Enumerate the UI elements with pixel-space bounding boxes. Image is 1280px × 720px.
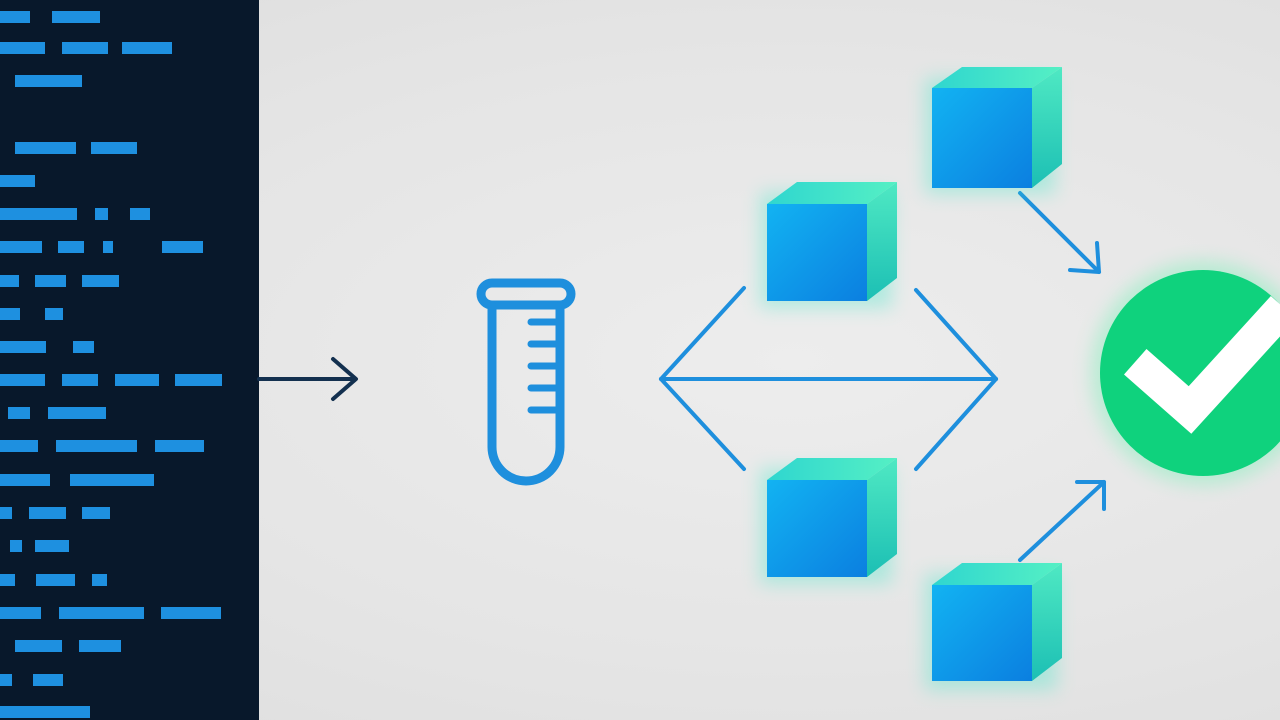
code-line-dash (0, 507, 12, 519)
code-line-dash (0, 308, 20, 320)
code-line-dash (56, 440, 137, 452)
code-line-dash (92, 574, 107, 586)
code-line-dash (0, 11, 30, 23)
code-line-dash (0, 440, 38, 452)
cube-icon (760, 182, 897, 308)
code-lines-icon (0, 11, 222, 718)
code-line-dash (0, 607, 41, 619)
checkmark-circle-icon (1091, 261, 1280, 485)
code-line-dash (48, 407, 106, 419)
code-line-dash (0, 706, 90, 718)
code-line-dash (79, 640, 121, 652)
code-line-dash (0, 42, 45, 54)
code-line-dash (29, 507, 66, 519)
code-line-dash (58, 241, 84, 253)
diamond-connector (659, 286, 998, 471)
code-line-dash (15, 142, 76, 154)
arrow-to-result-top (1018, 191, 1101, 274)
code-line-dash (0, 275, 19, 287)
code-line-dash (103, 241, 113, 253)
code-line-dash (0, 341, 46, 353)
code-line-dash (62, 374, 98, 386)
code-line-dash (91, 142, 137, 154)
arrow-to-result-bottom (1018, 480, 1106, 562)
code-line-dash (70, 474, 154, 486)
code-line-dash (155, 440, 204, 452)
code-line-dash (35, 540, 69, 552)
code-line-dash (59, 607, 144, 619)
code-line-dash (0, 241, 42, 253)
code-line-dash (36, 574, 75, 586)
code-line-dash (8, 407, 30, 419)
test-tube-icon (476, 278, 576, 486)
code-line-dash (33, 674, 63, 686)
code-line-dash (73, 341, 94, 353)
arrow-right-icon (257, 357, 358, 401)
code-line-dash (162, 241, 203, 253)
code-line-dash (115, 374, 159, 386)
cube-icon (760, 458, 897, 584)
code-line-dash (10, 540, 22, 552)
code-line-dash (0, 574, 15, 586)
code-line-dash (0, 674, 12, 686)
cube-icon (925, 67, 1062, 194)
cube-icon (925, 563, 1062, 690)
code-line-dash (82, 507, 110, 519)
code-line-dash (0, 208, 77, 220)
code-line-dash (0, 474, 50, 486)
code-line-dash (161, 607, 221, 619)
code-panel (0, 0, 259, 720)
code-line-dash (35, 275, 66, 287)
code-line-dash (0, 175, 35, 187)
code-line-dash (82, 275, 119, 287)
code-line-dash (62, 42, 108, 54)
code-line-dash (122, 42, 172, 54)
code-line-dash (45, 308, 63, 320)
code-line-dash (15, 640, 62, 652)
code-line-dash (95, 208, 108, 220)
code-line-dash (130, 208, 150, 220)
code-line-dash (0, 374, 45, 386)
code-line-dash (175, 374, 222, 386)
code-line-dash (15, 75, 82, 87)
code-line-dash (52, 11, 100, 23)
